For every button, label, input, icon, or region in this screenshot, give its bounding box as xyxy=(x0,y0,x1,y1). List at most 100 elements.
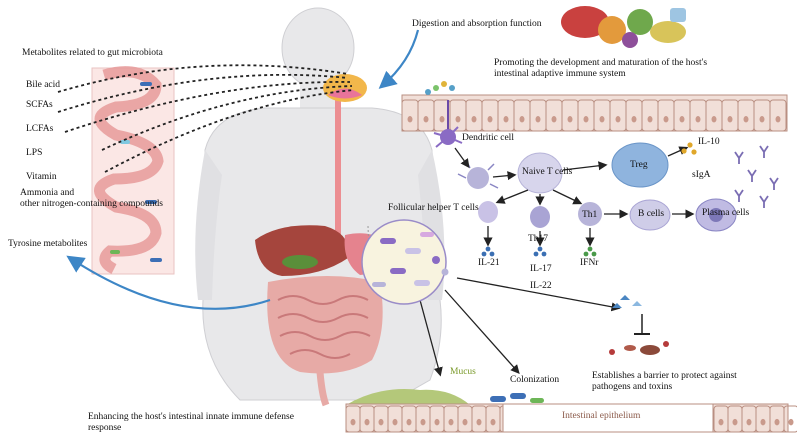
cell-nucleus xyxy=(439,116,445,123)
cell-nucleus xyxy=(788,418,794,426)
label-siga: sIgA xyxy=(692,170,711,180)
cell-nucleus xyxy=(679,116,685,123)
cell-nucleus xyxy=(407,116,413,123)
label-tfh: Follicular helper T cells xyxy=(388,203,479,213)
label-ammonia-1: Ammonia and xyxy=(20,188,75,198)
label-promoting-1: Promoting the development and maturation… xyxy=(494,58,708,68)
label-epithelium: Intestinal epithelium xyxy=(562,411,641,421)
cell-nucleus xyxy=(471,116,477,123)
b-cell xyxy=(629,199,671,231)
antigen-presenting-cell xyxy=(467,167,489,189)
cell-nucleus xyxy=(695,116,701,123)
food-icon xyxy=(561,6,686,48)
cell-nucleus xyxy=(599,116,605,123)
cytokine-dots xyxy=(481,142,697,257)
treg-cell xyxy=(611,142,669,188)
epithelial-cell xyxy=(783,405,797,433)
microbiota-magnified xyxy=(361,219,449,305)
cell-nucleus xyxy=(732,418,738,426)
cell-nucleus xyxy=(448,418,454,426)
label-il17: IL-17 xyxy=(530,264,552,274)
cell-nucleus xyxy=(434,418,440,426)
intestines xyxy=(267,276,383,407)
label-lps: LPS xyxy=(26,148,43,158)
label-th1: Th1 xyxy=(582,210,598,220)
label-barrier-2: pathogens and toxins xyxy=(592,382,673,392)
tyrosine-arrow xyxy=(66,255,271,310)
th1-cell xyxy=(578,202,602,226)
metabolite-pathway-lines xyxy=(57,64,355,173)
cell-nucleus xyxy=(423,116,429,123)
dendritic-cell xyxy=(425,81,463,148)
label-digestion: Digestion and absorption function xyxy=(412,19,542,29)
cell-nucleus xyxy=(503,116,509,123)
cell-nucleus xyxy=(631,116,637,123)
label-innate-1: Enhancing the host's intestinal innate i… xyxy=(88,412,294,422)
cell-nucleus xyxy=(711,116,717,123)
cell-nucleus xyxy=(746,418,752,426)
cell-nucleus xyxy=(759,116,765,123)
cell-nucleus xyxy=(551,116,557,123)
label-colonization: Colonization xyxy=(510,375,560,385)
label-treg: Treg xyxy=(630,160,648,170)
siga-antibodies xyxy=(734,145,779,208)
label-ammonia-2: other nitrogen-containing compounds xyxy=(20,199,163,209)
label-innate-2: response xyxy=(88,423,122,433)
cell-nucleus xyxy=(663,116,669,123)
intestinal-epithelium-top xyxy=(401,94,788,132)
label-il10: IL-10 xyxy=(698,137,720,147)
cell-nucleus xyxy=(718,418,724,426)
cell-nucleus xyxy=(364,418,370,426)
label-metabolites-title: Metabolites related to gut microbiota xyxy=(22,48,163,58)
cell-nucleus xyxy=(519,116,525,123)
label-mucus: Mucus xyxy=(450,367,476,377)
cell-nucleus xyxy=(743,116,749,123)
label-tyrosine: Tyrosine metabolites xyxy=(8,239,88,249)
label-naive-t: Naive T cells xyxy=(522,167,573,177)
cell-nucleus xyxy=(647,116,653,123)
label-il21: IL-21 xyxy=(478,258,500,268)
digestion-arrow xyxy=(378,29,420,89)
cell-nucleus xyxy=(760,418,766,426)
cell-nucleus xyxy=(476,418,482,426)
cell-nucleus xyxy=(462,418,468,426)
label-barrier-1: Establishes a barrier to protect against xyxy=(592,371,737,381)
cell-nucleus xyxy=(487,116,493,123)
intestinal-epithelium-bottom xyxy=(345,389,797,433)
pathogen-barrier xyxy=(609,295,669,355)
cell-nucleus xyxy=(378,418,384,426)
label-bile-acid: Bile acid xyxy=(26,80,61,90)
cell-nucleus xyxy=(535,116,541,123)
esophagus xyxy=(323,74,367,240)
cell-nucleus xyxy=(615,116,621,123)
label-dendritic-cell: Dendritic cell xyxy=(462,133,514,143)
label-vitamin: Vitamin xyxy=(26,172,57,182)
cell-nucleus xyxy=(567,116,573,123)
cell-nucleus xyxy=(455,116,461,123)
immune-arrows xyxy=(419,146,695,377)
cell-nucleus xyxy=(490,418,496,426)
cell-nucleus xyxy=(774,418,780,426)
cell-nucleus xyxy=(727,116,733,123)
cell-nucleus xyxy=(392,418,398,426)
label-plasma-cells: Plasma cells xyxy=(702,208,750,218)
label-th17: Th17 xyxy=(528,234,549,244)
cell-nucleus xyxy=(583,116,589,123)
label-promoting-2: intestinal adaptive immune system xyxy=(494,69,626,79)
naive-t-cell xyxy=(517,152,563,194)
label-ifnr: IFNr xyxy=(580,258,599,268)
cell-nucleus xyxy=(420,418,426,426)
gallbladder xyxy=(282,255,318,269)
immune-cells xyxy=(457,142,737,232)
label-il22: IL-22 xyxy=(530,281,552,291)
label-b-cells: B cells xyxy=(638,209,665,219)
cell-nucleus xyxy=(775,116,781,123)
epithelial-cell xyxy=(769,99,787,132)
tfh-cell xyxy=(478,201,498,223)
label-scfas: SCFAs xyxy=(26,100,53,110)
cell-nucleus xyxy=(350,418,356,426)
cell-nucleus xyxy=(406,418,412,426)
th17-cell xyxy=(530,206,550,228)
liver xyxy=(255,225,349,276)
